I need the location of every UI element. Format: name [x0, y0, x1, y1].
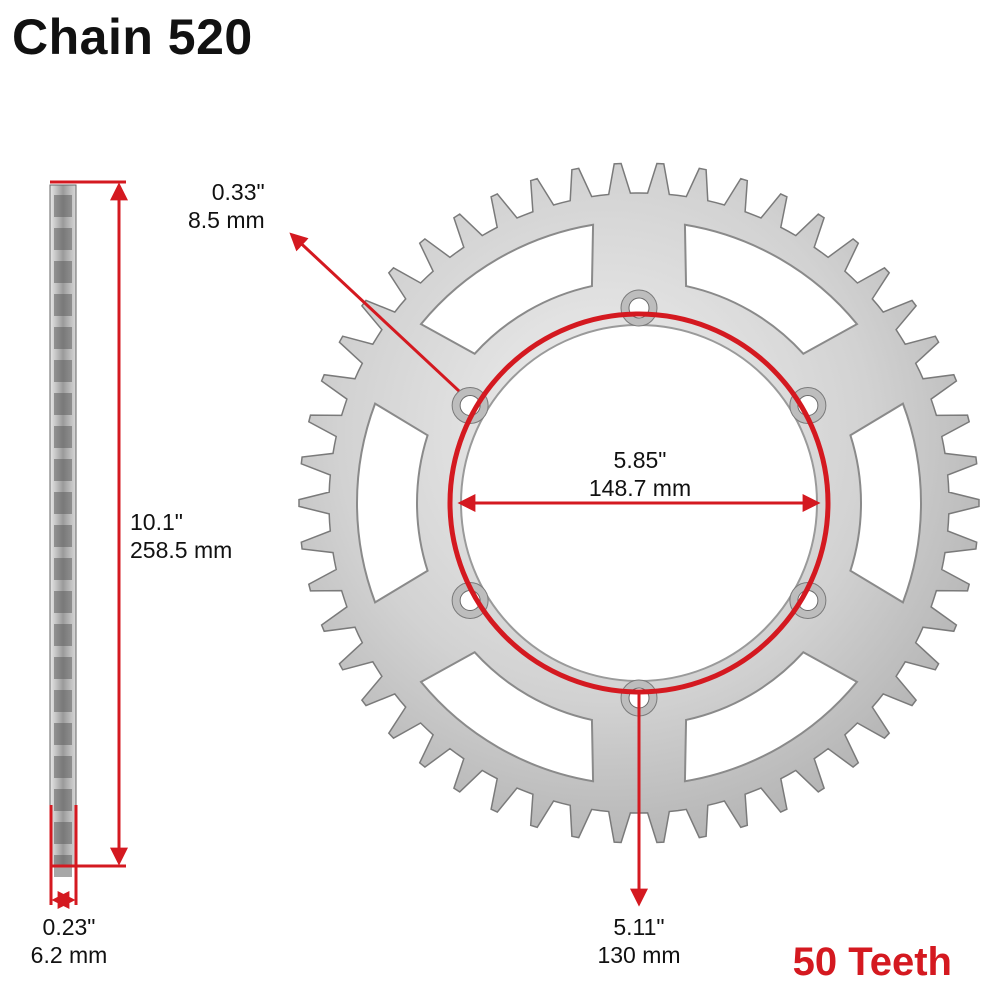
side-tooth — [54, 360, 72, 382]
sprocket-side-view — [49, 184, 77, 877]
dimension-lines — [49, 180, 821, 909]
side-tooth — [54, 426, 72, 448]
side-tooth — [54, 756, 72, 778]
bolt-circle-inch: 5.11" — [613, 914, 665, 940]
bolt-circle-ring — [447, 311, 831, 695]
side-tooth — [54, 492, 72, 514]
side-tooth — [54, 294, 72, 316]
side-tooth — [54, 525, 72, 547]
side-tooth — [54, 195, 72, 217]
side-tooth — [54, 789, 72, 811]
bolt-circle-dimension: 5.11" 130 mm — [569, 913, 709, 969]
bolt-circle-mm: 130 mm — [597, 942, 681, 968]
thickness-mm: 6.2 mm — [30, 942, 108, 968]
side-tooth — [54, 327, 72, 349]
side-teeth-pattern — [54, 195, 72, 877]
side-tooth — [54, 228, 72, 250]
bolt-hole-inch: 0.33" — [211, 179, 265, 205]
side-tooth — [54, 393, 72, 415]
side-tooth — [54, 591, 72, 613]
lightening-cutout — [356, 402, 429, 604]
side-tooth — [54, 459, 72, 481]
lightening-cutout — [683, 223, 859, 356]
side-tooth — [54, 558, 72, 580]
lightening-cutout — [849, 402, 922, 604]
side-tooth — [54, 657, 72, 679]
center-bore-inch: 5.85" — [613, 447, 667, 473]
lightening-cutout — [419, 650, 595, 783]
bolt-hole-mm: 8.5 mm — [188, 207, 265, 233]
side-tooth — [54, 690, 72, 712]
center-bore-mm: 148.7 mm — [588, 475, 692, 501]
teeth-count-label: 50 Teeth — [792, 940, 952, 984]
lightening-cutout — [419, 223, 595, 356]
side-tooth — [54, 723, 72, 745]
height-dimension: 10.1" 258.5 mm — [130, 508, 232, 564]
bolt-hole-dimension: 0.33" 8.5 mm — [188, 178, 265, 234]
page-title: Chain 520 — [12, 9, 253, 65]
height-inch: 10.1" — [130, 509, 183, 535]
side-tooth — [54, 624, 72, 646]
center-bore-dimension: 5.85" 148.7 mm — [560, 446, 720, 502]
thickness-inch: 0.23" — [42, 914, 96, 940]
side-tooth — [54, 822, 72, 844]
thickness-dimension: 0.23" 6.2 mm — [6, 913, 132, 969]
lightening-cutouts — [356, 223, 922, 783]
side-tooth — [54, 261, 72, 283]
lightening-cutout — [683, 650, 859, 783]
height-mm: 258.5 mm — [130, 537, 233, 563]
